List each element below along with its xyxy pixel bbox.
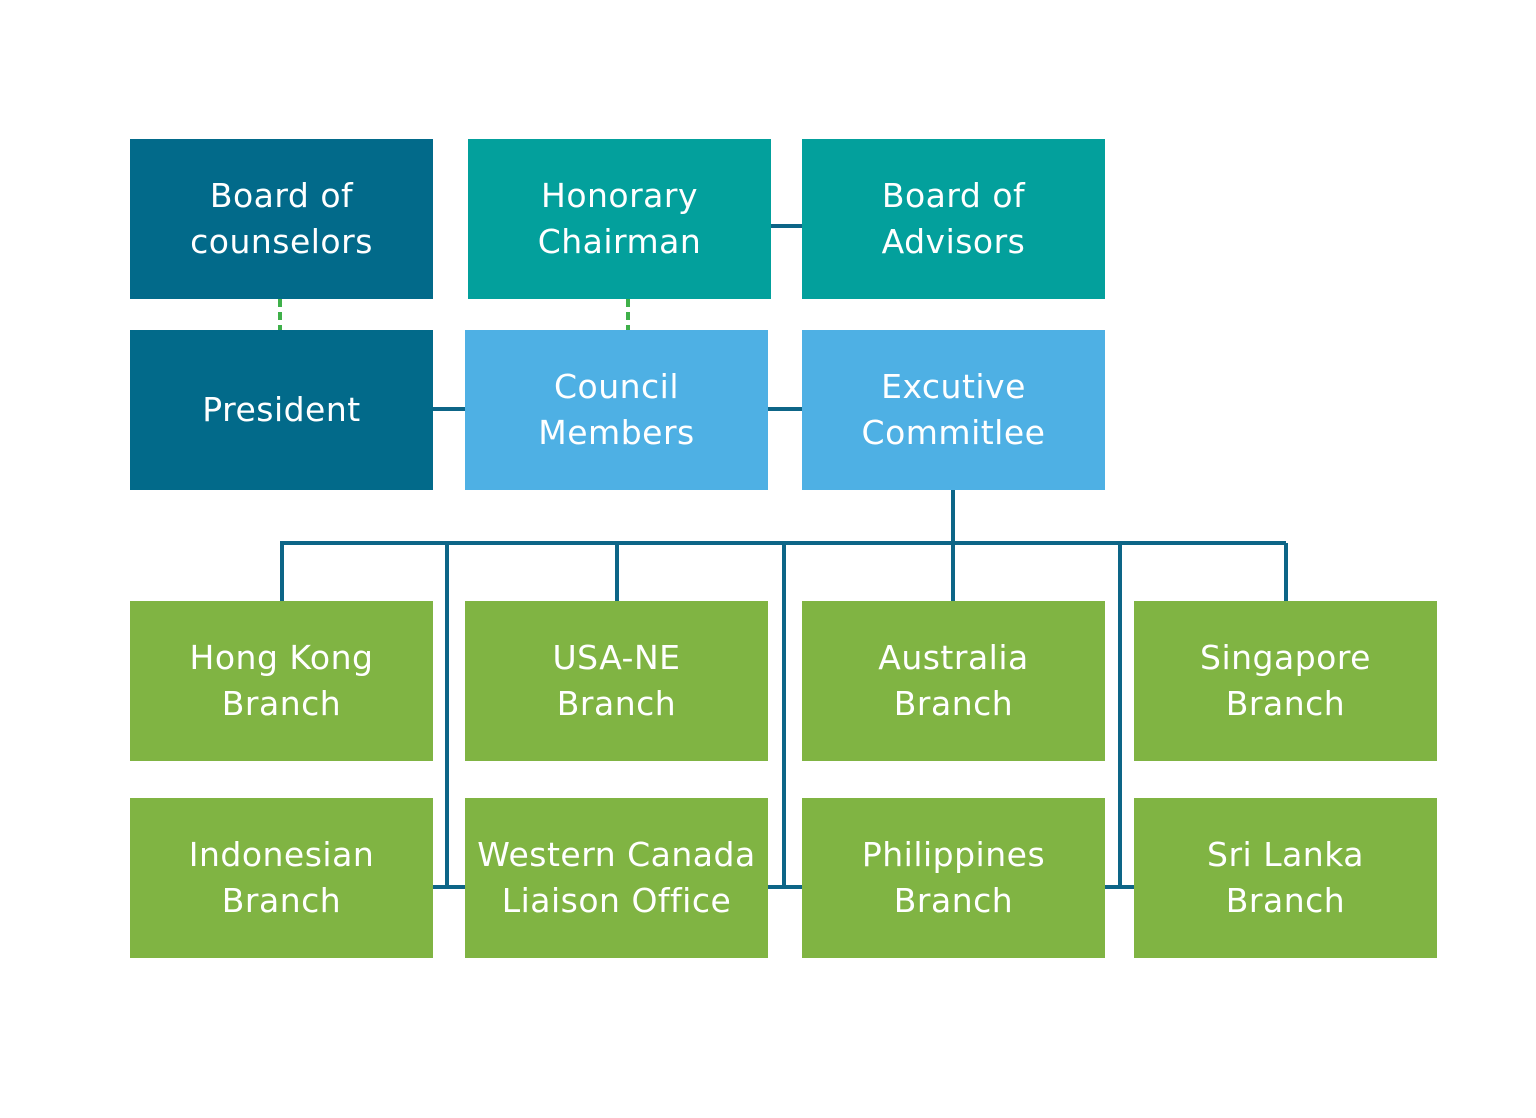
executive-committee-line1: Excutive xyxy=(881,367,1026,406)
hong-kong-branch-line1: Hong Kong xyxy=(189,638,374,677)
board-of-counselors-line2: counselors xyxy=(190,222,373,261)
riser-indonesian-westcanada xyxy=(433,543,449,889)
board-of-advisors-line2: Advisors xyxy=(881,222,1026,261)
board-of-counselors-box: Board of counselors xyxy=(130,139,433,299)
usa-ne-branch-line1: USA-NE xyxy=(552,638,681,677)
philippines-branch-line2: Branch xyxy=(893,881,1014,920)
council-members-box: Council Members xyxy=(465,330,768,490)
usa-ne-branch-line2: Branch xyxy=(556,684,677,723)
sri-lanka-branch-line2: Branch xyxy=(1225,881,1346,920)
council-members-line2: Members xyxy=(538,413,695,452)
board-of-advisors-box: Board of Advisors xyxy=(802,139,1105,299)
philippines-branch-line1: Philippines xyxy=(861,835,1046,874)
australia-branch-line1: Australia xyxy=(878,638,1029,677)
executive-committee-box: Excutive Commitlee xyxy=(802,330,1105,490)
singapore-branch-line2: Branch xyxy=(1225,684,1346,723)
riser-westcanada-philippines xyxy=(768,543,786,889)
sri-lanka-branch-line1: Sri Lanka xyxy=(1207,835,1364,874)
riser-philippines-srilanka xyxy=(1105,543,1122,889)
president-box: President xyxy=(130,330,433,490)
president-label: President xyxy=(202,390,361,429)
executive-committee-line2: Commitlee xyxy=(861,413,1046,452)
philippines-branch-box: Philippines Branch xyxy=(802,798,1105,958)
board-of-counselors-line1: Board of xyxy=(209,176,354,215)
singapore-branch-box: Singapore Branch xyxy=(1134,601,1437,761)
council-members-line1: Council xyxy=(553,367,680,406)
usa-ne-branch-box: USA-NE Branch xyxy=(465,601,768,761)
honorary-chairman-line1: Honorary xyxy=(541,176,698,215)
honorary-chairman-box: Honorary Chairman xyxy=(468,139,771,299)
sri-lanka-branch-box: Sri Lanka Branch xyxy=(1134,798,1437,958)
australia-branch-box: Australia Branch xyxy=(802,601,1105,761)
western-canada-line1: Western Canada xyxy=(477,835,756,874)
australia-branch-line2: Branch xyxy=(893,684,1014,723)
board-of-advisors-line1: Board of xyxy=(881,176,1026,215)
western-canada-line2: Liaison Office xyxy=(501,881,732,920)
indonesian-branch-box: Indonesian Branch xyxy=(130,798,433,958)
singapore-branch-line1: Singapore xyxy=(1200,638,1371,677)
indonesian-branch-line2: Branch xyxy=(221,881,342,920)
hong-kong-branch-box: Hong Kong Branch xyxy=(130,601,433,761)
honorary-chairman-line2: Chairman xyxy=(537,222,702,261)
indonesian-branch-line1: Indonesian xyxy=(188,835,375,874)
hong-kong-branch-line2: Branch xyxy=(221,684,342,723)
western-canada-liaison-office-box: Western Canada Liaison Office xyxy=(465,798,768,958)
